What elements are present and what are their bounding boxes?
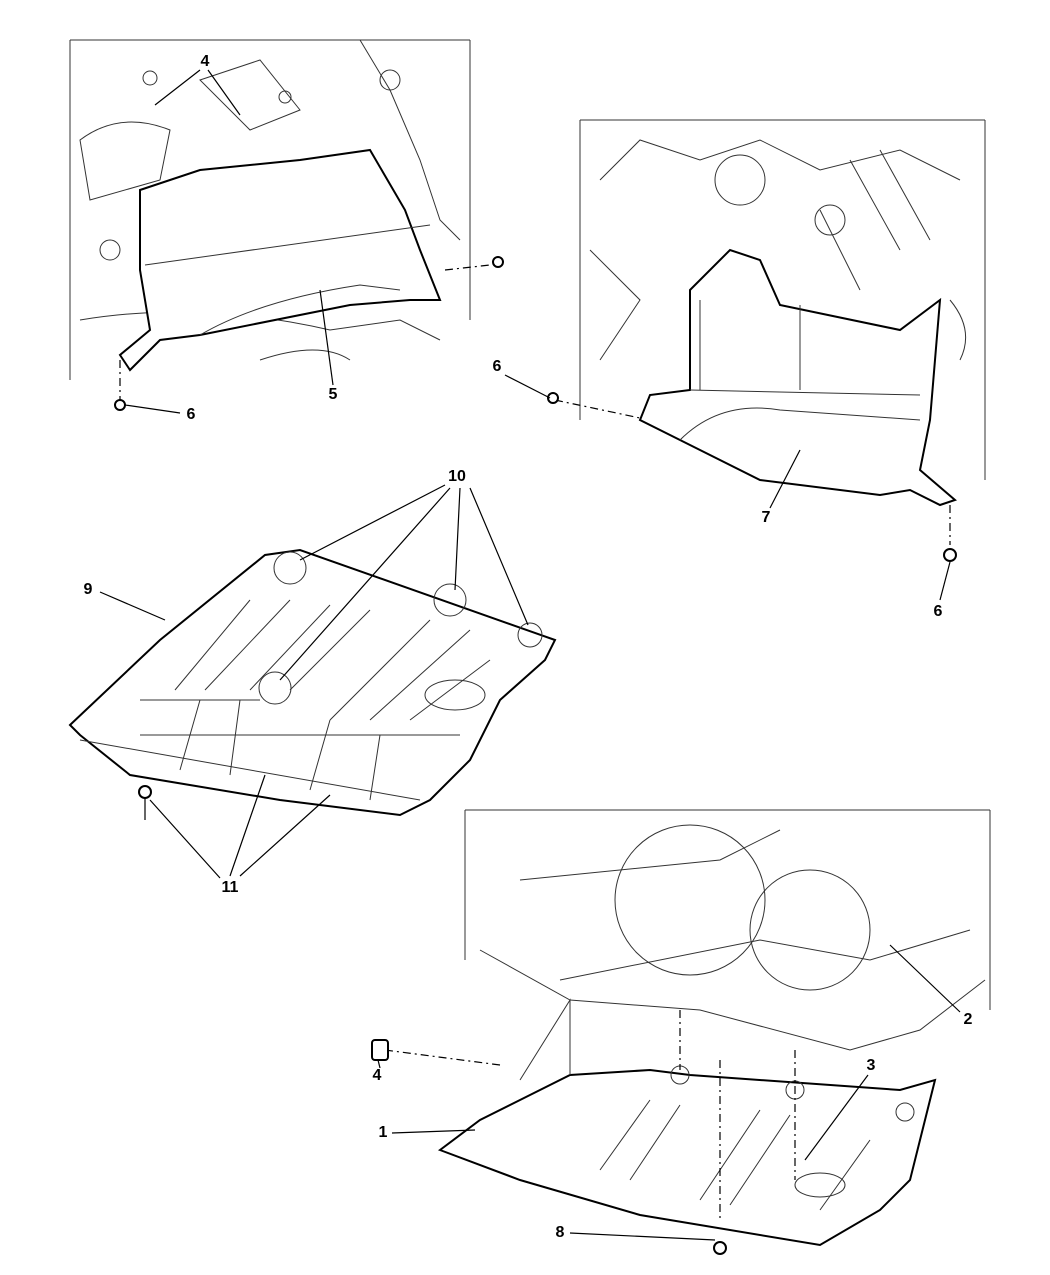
leader-lines — [99, 69, 961, 1241]
callout-3: 3 — [866, 1057, 876, 1074]
callout-6: 6 — [186, 406, 196, 423]
callout-1: 1 — [378, 1124, 388, 1141]
callout-6: 6 — [933, 603, 943, 620]
callout-10: 10 — [448, 468, 466, 485]
view-bottom-right — [371, 809, 991, 1255]
skid-plate-1 — [437, 1068, 937, 1247]
callout-6: 6 — [492, 358, 502, 375]
bolt-11 — [138, 785, 152, 799]
callout-5: 5 — [328, 386, 338, 403]
callout-9: 9 — [83, 581, 93, 598]
callout-4: 4 — [372, 1067, 382, 1084]
skid-plate-9 — [68, 548, 557, 817]
callout-7: 7 — [761, 509, 771, 526]
callout-11: 11 — [221, 879, 239, 896]
view-top-left — [69, 39, 504, 411]
callout-8: 8 — [555, 1224, 565, 1241]
callout-2: 2 — [963, 1011, 973, 1028]
splash-shield-5 — [118, 148, 442, 372]
splash-shield-7 — [638, 248, 957, 507]
callout-4: 4 — [200, 53, 210, 70]
view-top-right — [547, 119, 986, 562]
